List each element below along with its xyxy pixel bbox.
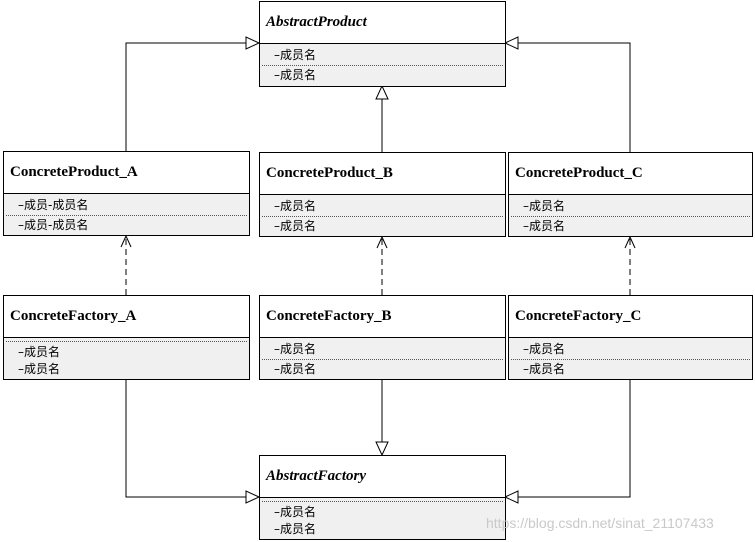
member: –成员名 bbox=[274, 199, 317, 213]
member: –成员名 bbox=[274, 219, 317, 233]
compartment-divider bbox=[511, 216, 750, 217]
class-abstract-product[interactable]: AbstractProduct –成员名 –成员名 bbox=[259, 1, 506, 87]
hollow-arrowhead bbox=[245, 36, 261, 50]
class-members: –成员名 –成员名 bbox=[260, 498, 505, 539]
class-concrete-product-a[interactable]: ConcreteProduct_A –成员-成员名 –成员-成员名 bbox=[3, 151, 250, 236]
class-name: ConcreteFactory_C bbox=[509, 296, 752, 338]
class-name: AbstractProduct bbox=[260, 2, 505, 44]
compartment-divider bbox=[6, 341, 247, 342]
class-members: –成员名 –成员名 bbox=[260, 44, 505, 86]
member: –成员名 bbox=[274, 48, 317, 62]
member: –成员名 bbox=[274, 362, 317, 376]
compartment-divider bbox=[262, 65, 503, 66]
hollow-arrowhead bbox=[503, 36, 519, 50]
compartment-divider bbox=[262, 359, 503, 360]
member: –成员名 bbox=[523, 199, 566, 213]
hollow-arrowhead bbox=[245, 490, 261, 504]
class-concrete-factory-b[interactable]: ConcreteFactory_B –成员名 –成员名 bbox=[259, 295, 506, 380]
member: –成员-成员名 bbox=[18, 218, 89, 232]
compartment-divider bbox=[262, 501, 503, 502]
member: –成员-成员名 bbox=[18, 198, 89, 212]
class-name: ConcreteFactory_B bbox=[260, 296, 505, 338]
class-concrete-factory-c[interactable]: ConcreteFactory_C –成员名 –成员名 bbox=[508, 295, 753, 380]
open-arrowhead bbox=[376, 235, 388, 249]
class-name: AbstractFactory bbox=[260, 456, 505, 498]
class-members: –成员名 –成员名 bbox=[509, 338, 752, 379]
class-name: ConcreteProduct_A bbox=[4, 152, 249, 194]
member: –成员名 bbox=[274, 342, 317, 356]
hollow-arrowhead bbox=[375, 441, 389, 457]
class-name: ConcreteFactory_A bbox=[4, 296, 249, 338]
class-members: –成员名 –成员名 bbox=[260, 195, 505, 236]
generalization-c-to-abstract-product bbox=[518, 42, 631, 152]
member: –成员名 bbox=[274, 522, 317, 536]
class-name: ConcreteProduct_B bbox=[260, 153, 505, 195]
class-members: –成员名 –成员名 bbox=[509, 195, 752, 236]
class-members: –成员名 –成员名 bbox=[4, 338, 249, 379]
class-name: ConcreteProduct_C bbox=[509, 153, 752, 195]
member: –成员名 bbox=[18, 362, 61, 376]
member: –成员名 bbox=[523, 219, 566, 233]
generalization-a-to-abstract-product bbox=[125, 42, 246, 151]
compartment-divider bbox=[511, 359, 750, 360]
hollow-arrowhead bbox=[503, 490, 519, 504]
compartment-divider bbox=[262, 216, 503, 217]
open-arrowhead bbox=[120, 234, 132, 248]
member: –成员名 bbox=[18, 345, 61, 359]
generalization-factory-a-to-abstract-factory bbox=[125, 380, 246, 498]
hollow-arrowhead bbox=[375, 84, 389, 100]
class-concrete-product-c[interactable]: ConcreteProduct_C –成员名 –成员名 bbox=[508, 152, 753, 237]
class-members: –成员名 –成员名 bbox=[260, 338, 505, 379]
class-concrete-product-b[interactable]: ConcreteProduct_B –成员名 –成员名 bbox=[259, 152, 506, 237]
member: –成员名 bbox=[274, 505, 317, 519]
compartment-divider bbox=[6, 215, 247, 216]
watermark-text: https://blog.csdn.net/sinat_21107433 bbox=[486, 515, 714, 531]
member: –成员名 bbox=[523, 342, 566, 356]
generalization-factory-c-to-abstract-factory bbox=[518, 380, 631, 498]
open-arrowhead bbox=[624, 235, 636, 249]
member: –成员名 bbox=[523, 362, 566, 376]
class-concrete-factory-a[interactable]: ConcreteFactory_A –成员名 –成员名 bbox=[3, 295, 250, 380]
class-members: –成员-成员名 –成员-成员名 bbox=[4, 194, 249, 235]
member: –成员名 bbox=[274, 68, 317, 82]
class-abstract-factory[interactable]: AbstractFactory –成员名 –成员名 bbox=[259, 455, 506, 540]
